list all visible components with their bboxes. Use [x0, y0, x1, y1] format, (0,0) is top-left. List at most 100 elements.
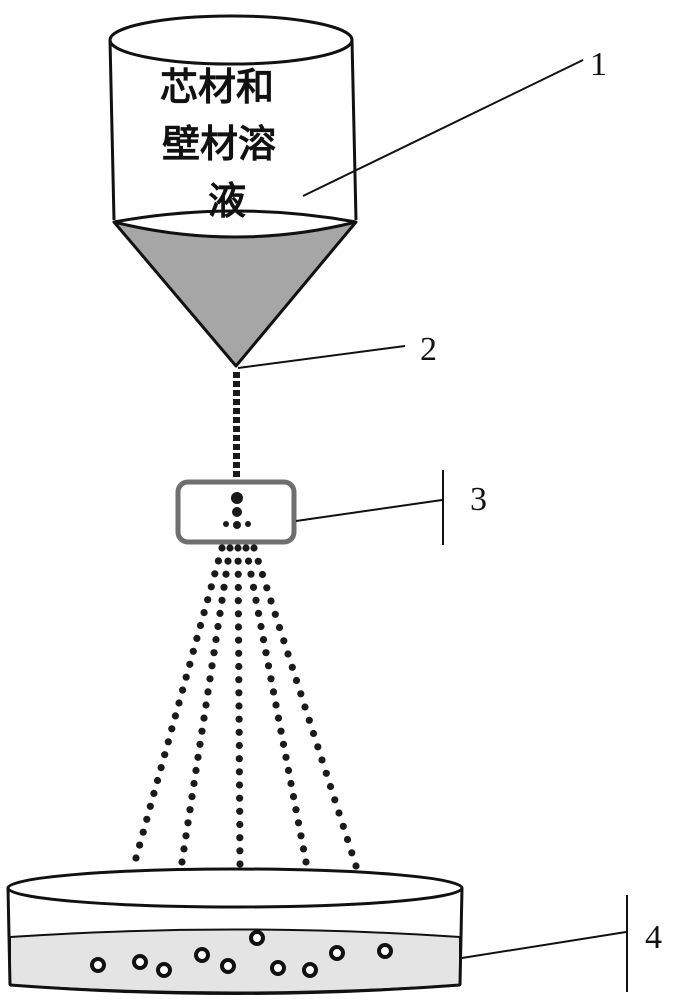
spray-droplet — [198, 727, 206, 735]
spray-plume — [132, 544, 360, 870]
feed-droplet — [233, 444, 240, 450]
spray-droplet — [322, 769, 330, 777]
spray-droplet — [234, 544, 242, 552]
feed-droplet — [233, 426, 240, 432]
label-4: 4 — [645, 919, 662, 956]
spray-droplet — [204, 688, 212, 696]
microcapsule — [220, 958, 236, 974]
spray-droplet — [267, 597, 275, 605]
spray-droplet — [235, 741, 243, 750]
microcapsule — [329, 945, 345, 961]
spray-droplet — [297, 690, 305, 698]
spray-droplet — [200, 609, 208, 617]
spray-droplet — [175, 699, 183, 707]
hopper-text-line-3: 液 — [208, 179, 246, 223]
spray-droplet — [164, 738, 172, 746]
feed-droplet — [233, 435, 240, 441]
spray-droplet — [143, 815, 151, 823]
spray-droplet — [212, 636, 220, 644]
microcapsule — [302, 962, 318, 978]
spray-droplet — [161, 751, 169, 759]
spray-droplet — [220, 583, 228, 591]
spray-droplet — [287, 779, 295, 788]
spray-droplet — [194, 753, 202, 761]
spray-droplet — [196, 621, 205, 630]
spray-droplet — [234, 623, 243, 631]
spray-droplet — [284, 766, 293, 775]
spray-droplet — [235, 768, 243, 776]
spray-droplet — [234, 597, 242, 605]
hopper-text-line-1: 芯材和 — [160, 65, 274, 109]
spray-droplet — [180, 845, 188, 853]
dish-top-rim — [6, 867, 464, 909]
feed-droplet — [233, 399, 240, 405]
microcapsule — [194, 947, 210, 963]
atomizer-droplet — [231, 492, 243, 504]
microcapsule — [249, 930, 265, 946]
microcapsule — [90, 957, 106, 973]
spray-droplet — [235, 755, 243, 763]
capsules — [90, 930, 393, 978]
spray-droplet — [236, 820, 244, 829]
spray-droplet — [339, 822, 347, 830]
microcapsule — [156, 962, 172, 978]
feed-stream — [233, 372, 240, 486]
dish-left-wall — [6, 887, 12, 986]
spray-droplet — [274, 714, 283, 722]
hopper-top-rim — [108, 14, 354, 66]
spray-droplet — [249, 583, 258, 591]
spray-droplet — [314, 743, 322, 751]
spray-droplet — [235, 676, 243, 684]
spray-droplet — [280, 637, 288, 645]
spray-droplet — [235, 636, 243, 644]
spray-droplet — [301, 703, 309, 711]
spray-droplet — [275, 623, 284, 632]
spray-droplet — [136, 841, 144, 849]
spray-droplet — [235, 662, 243, 671]
spray-droplet — [188, 793, 196, 801]
spray-droplet — [214, 557, 222, 565]
spray-droplet — [235, 689, 243, 697]
spray-droplet — [192, 766, 200, 775]
dish-right-wall — [458, 887, 464, 986]
spray-droplet — [182, 673, 190, 681]
spray-droplet — [168, 725, 176, 733]
spray-droplet — [218, 596, 226, 604]
spray-droplet — [236, 834, 244, 842]
spray-droplet — [222, 570, 230, 578]
hopper-cone — [112, 220, 358, 368]
spray-droplet — [269, 688, 278, 696]
spray-droplet — [200, 714, 208, 722]
spray-droplet — [236, 794, 244, 802]
spray-droplet — [302, 858, 310, 866]
spray-droplet — [202, 701, 210, 709]
spray-droplet — [234, 583, 242, 592]
spray-droplet — [288, 663, 296, 671]
spray-droplet — [254, 609, 263, 618]
spray-droplet — [236, 847, 244, 855]
spray-droplet — [252, 596, 260, 604]
atomizer-droplet — [223, 521, 229, 527]
feed-droplet — [233, 408, 240, 414]
spray-droplet — [216, 609, 224, 618]
feed-droplet — [233, 381, 240, 387]
label-3: 3 — [470, 481, 487, 518]
spray-droplet — [234, 610, 242, 618]
atomizer — [175, 479, 297, 545]
spray-droplet — [247, 570, 255, 578]
spray-droplet — [250, 544, 258, 552]
hopper-bottom-rim — [113, 209, 357, 224]
spray-droplet — [294, 819, 303, 827]
spray-droplet — [146, 802, 154, 810]
microcapsule — [132, 954, 148, 970]
label-2: 2 — [420, 331, 437, 368]
spray-droplet — [178, 858, 186, 866]
spray-droplet — [343, 835, 352, 844]
spray-droplet — [258, 570, 267, 579]
spray-droplet — [348, 849, 356, 857]
spray-droplet — [150, 789, 158, 798]
spray-droplet — [299, 845, 308, 853]
spray-droplet — [309, 729, 318, 738]
atomizer-droplet — [232, 507, 242, 517]
spray-droplet — [235, 649, 243, 657]
